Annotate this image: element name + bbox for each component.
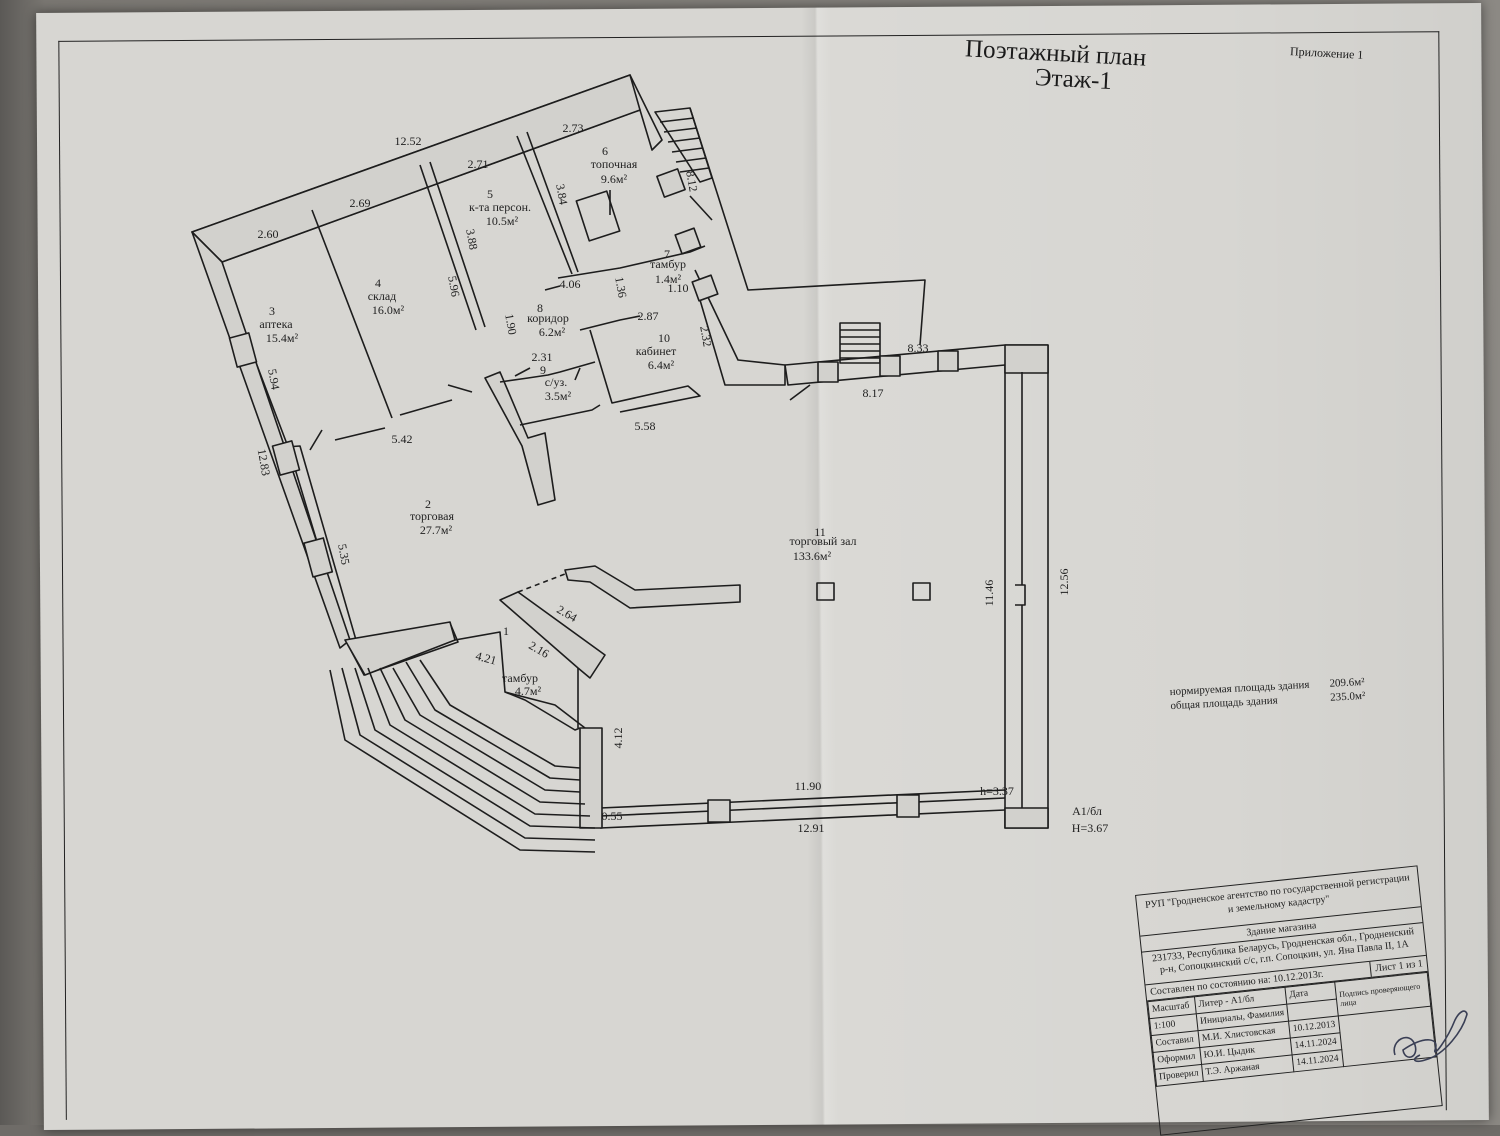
room-4-num: 4: [375, 276, 381, 290]
dim-4-12: 4.12: [611, 728, 625, 749]
handwritten-signature: [1393, 1010, 1468, 1062]
dim-5-58: 5.58: [635, 419, 656, 433]
dim-8-33: 8.33: [908, 341, 929, 355]
dim-2-60: 2.60: [258, 227, 279, 241]
dim-2-31: 2.31: [532, 350, 553, 364]
dim-12-52: 12.52: [395, 134, 422, 148]
room-2-area: 27.7м²: [420, 523, 453, 537]
dim-2-32: 2.32: [697, 325, 714, 348]
room-3-area: 15.4м²: [266, 331, 299, 345]
dim-1-36: 1.36: [612, 276, 629, 299]
room-2-name: торговая: [410, 509, 455, 523]
dimension-labels: 12.52 2.71 2.73 2.60 2.69 3.84 3.88 5.96…: [255, 121, 1109, 835]
room-5-area: 10.5м²: [486, 214, 519, 228]
dim-0-55: 0.55: [602, 809, 623, 823]
wall-bathroom: [484, 371, 556, 506]
dim-5-35: 5.35: [335, 543, 352, 566]
dim-5-96: 5.96: [445, 275, 462, 298]
room-7-num: 7: [664, 247, 670, 261]
dim-2-87: 2.87: [638, 309, 659, 323]
dim-2-69: 2.69: [350, 196, 371, 210]
dim-4-21: 4.21: [474, 649, 498, 668]
room-9-num: 9: [540, 363, 546, 377]
dim-3-84: 3.84: [553, 183, 570, 206]
room-9-name: с/уз.: [545, 375, 567, 389]
dim-4-06: 4.06: [560, 277, 581, 291]
dim-12-83: 12.83: [255, 448, 273, 477]
room-9-area: 3.5м²: [545, 389, 572, 403]
room-3-name: аптека: [259, 317, 293, 331]
dim-8-12: 8.12: [683, 170, 700, 193]
height-outer: Н=3.67: [1072, 821, 1108, 835]
room-8-area: 6.2м²: [539, 325, 566, 339]
room-1-num: 1: [503, 624, 509, 638]
dim-2-71: 2.71: [468, 157, 489, 171]
room-5-name: к-та персон.: [469, 200, 531, 214]
room-11-name: торговый зал: [789, 534, 856, 548]
room-7-area: 1.4м²: [655, 272, 682, 286]
room-10-name: кабинет: [636, 344, 677, 358]
room-6-name: топочная: [591, 157, 638, 171]
dim-5-94: 5.94: [265, 368, 282, 391]
room-11-area: 133.6м²: [793, 549, 832, 563]
dim-11-90: 11.90: [795, 779, 822, 793]
dim-1-10: 1.10: [668, 281, 689, 295]
floor-title: Этаж-1: [1034, 64, 1113, 95]
room-4-area: 16.0м²: [372, 303, 405, 317]
room-10-area: 6.4м²: [648, 358, 675, 372]
room-1-area: 4.7м²: [515, 684, 542, 698]
dim-2-73: 2.73: [563, 121, 584, 135]
dim-11-46: 11.46: [982, 580, 996, 607]
dim-3-88: 3.88: [463, 228, 480, 251]
room-10-num: 10: [658, 331, 670, 345]
room-5-num: 5: [487, 187, 493, 201]
room-1-name: тамбур: [502, 671, 538, 685]
room-7-name: тамбур: [650, 257, 686, 271]
total-area-value: 235.0м²: [1329, 689, 1366, 704]
height-inner: h=3.37: [980, 784, 1014, 798]
room-11-num: 11: [814, 525, 826, 539]
litera-label: А1/бл: [1072, 804, 1102, 818]
room-3-num: 3: [269, 304, 275, 318]
room-8-name: коридор: [527, 311, 569, 325]
dim-8-17: 8.17: [863, 386, 884, 400]
dim-5-42: 5.42: [392, 432, 413, 446]
dim-1-90: 1.90: [502, 313, 519, 336]
room-6-num: 6: [602, 144, 608, 158]
dim-12-56: 12.56: [1057, 569, 1071, 596]
wall-left: [191, 231, 351, 649]
room-labels: 1 тамбур 4.7м² 2 торговая 27.7м² 3 аптек…: [259, 144, 856, 698]
room-6-area: 9.6м²: [601, 172, 628, 186]
wall-hall-top: [784, 344, 1049, 829]
room-2-num: 2: [425, 497, 431, 511]
dim-12-91: 12.91: [798, 821, 825, 835]
room-4-name: склад: [368, 289, 397, 303]
room-8-num: 8: [537, 301, 543, 315]
